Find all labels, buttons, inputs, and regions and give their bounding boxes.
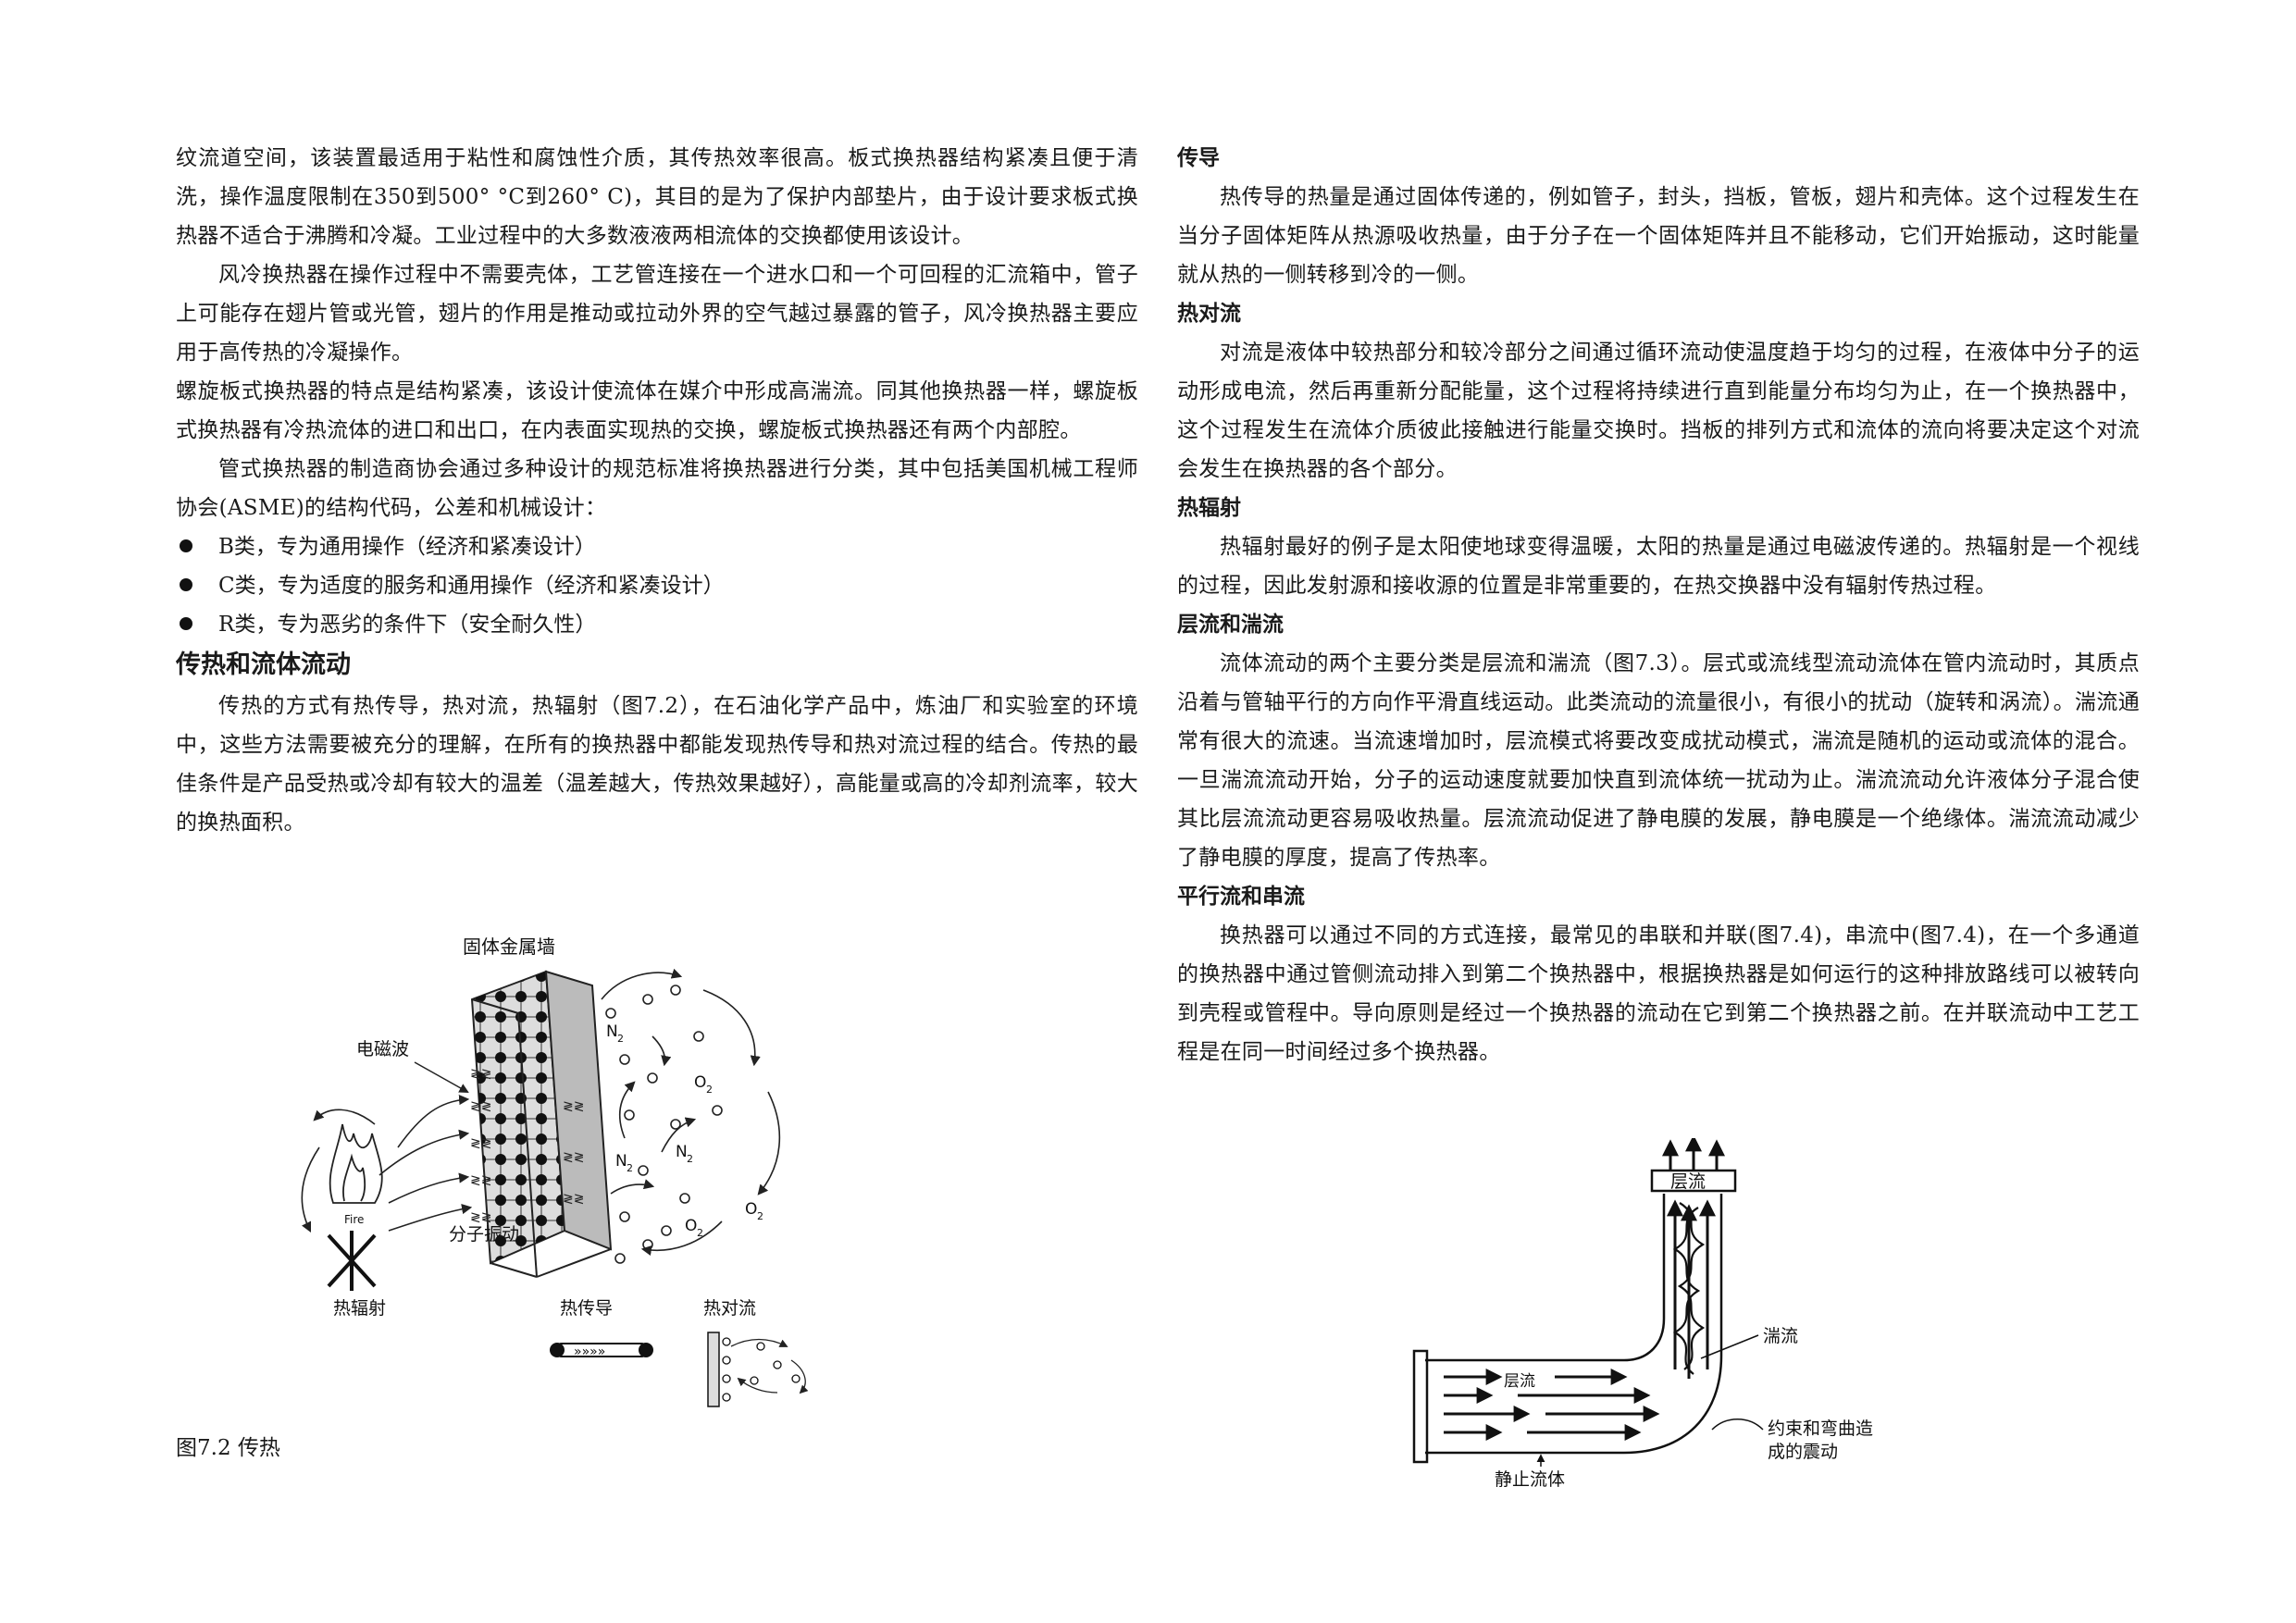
turbulent-swirls — [1672, 1202, 1706, 1375]
svg-text:N: N — [676, 1143, 688, 1161]
label-solid-metal-wall: 固体金属墙 — [463, 935, 555, 958]
paragraph-radiation: 热辐射最好的例子是太阳使地球变得温暖，太阳的热量是通过电磁波传递的。热辐射是一个… — [1177, 535, 2140, 598]
paragraph-laminar-turbulent: 流体流动的两个主要分类是层流和湍流（图7.3）。层式或流线型流动流体在管内流动时… — [1177, 651, 2140, 870]
heading-radiation: 热辐射 — [1177, 496, 1241, 520]
svg-text:≷≷: ≷≷ — [563, 1099, 584, 1114]
flow-up-arrows — [1662, 1138, 1725, 1171]
vibration-marks: ≷≷ ≷≷ ≷≷ ≷≷ ≷≷ ≷≷ ≷≷ ≷≷ — [470, 1067, 584, 1225]
label-turbulent: 湍流 — [1763, 1326, 1798, 1346]
svg-text:2: 2 — [617, 1033, 624, 1045]
metal-lattice-wall — [470, 970, 613, 1278]
list-item-class-r: R类，专为恶劣的条件下（安全耐久性） — [176, 605, 1138, 644]
svg-text:N: N — [606, 1022, 618, 1041]
label-fire: Fire — [344, 1213, 364, 1226]
molecule-label-n2-a: N 2 — [606, 1022, 624, 1045]
label-heat-radiation: 热辐射 — [333, 1298, 386, 1319]
molecule-label-o2-b: O 2 — [745, 1200, 763, 1222]
svg-text:O: O — [685, 1217, 697, 1235]
convection-arrows — [601, 968, 781, 1256]
svg-text:2: 2 — [757, 1210, 763, 1222]
label-molecular-vibration: 分子振动 — [449, 1224, 519, 1245]
svg-text:≷≷: ≷≷ — [563, 1192, 584, 1207]
svg-text:N: N — [615, 1152, 627, 1171]
convection-wall-icon — [707, 1332, 809, 1407]
figure-caption: 图7.2 传热 — [176, 1436, 280, 1460]
svg-text:≷≷: ≷≷ — [563, 1150, 584, 1165]
label-heat-conduction: 热传导 — [560, 1298, 613, 1319]
fire-icon — [329, 1123, 383, 1204]
figure-heat-transfer-diagram: 固体金属墙 电磁波 Fire ≷≷ ≷≷ ≷≷ ≷≷ ≷≷ ≷≷ ≷≷ ≷≷ — [301, 935, 809, 1407]
svg-text:O: O — [694, 1073, 706, 1092]
molecule-label-n2-c: N 2 — [615, 1152, 633, 1174]
svg-text:≷≷: ≷≷ — [470, 1173, 491, 1188]
paragraph-plate-exchanger: 纹流道空间，该装置最适用于粘性和腐蚀性介质，其传热效率很高。板式换热器结构紧凑且… — [176, 146, 1138, 248]
sun-burst-icon — [327, 1231, 377, 1291]
label-laminar-bottom: 层流 — [1504, 1372, 1535, 1391]
heading-laminar-turbulent: 层流和湍流 — [1177, 613, 1284, 637]
vertical-flow-lines — [1667, 1199, 1716, 1379]
label-vibration-line2: 成的震动 — [1768, 1442, 1838, 1462]
svg-text:O: O — [745, 1200, 757, 1219]
horizontal-flow-lines — [1444, 1369, 1660, 1441]
molecule-label-o2-a: O 2 — [694, 1073, 713, 1096]
radiation-arrows — [301, 1095, 473, 1233]
vibration-pointer — [1711, 1419, 1764, 1431]
paragraph-conduction: 热传导的热量是通过固体传递的，例如管子，封头，挡板，管板，翅片和壳体。这个过程发… — [1177, 185, 2140, 287]
svg-text:≷≷: ≷≷ — [470, 1099, 491, 1114]
molecule-label-n2-b: N 2 — [676, 1143, 693, 1165]
paragraph-spiral-plate: 螺旋板式换热器的特点是结构紧凑，该设计使流体在媒介中形成高湍流。同其他换热器一样… — [176, 379, 1138, 442]
paragraph-convection: 对流是液体中较热部分和较冷部分之间通过循环流动使温度趋于均匀的过程，在液体中分子… — [1177, 341, 2140, 481]
heading-conduction: 传导 — [1177, 146, 1220, 170]
em-pointer-line — [414, 1061, 469, 1094]
convection-molecules — [605, 985, 723, 1264]
turbulent-pointer — [1700, 1334, 1759, 1359]
paragraph-air-cooled: 风冷换热器在操作过程中不需要壳体，工艺管连接在一个进水口和一个可回程的汇流箱中，… — [176, 263, 1138, 365]
svg-text:≷≷: ≷≷ — [470, 1136, 491, 1151]
svg-text:2: 2 — [697, 1227, 703, 1239]
svg-text:2: 2 — [627, 1162, 633, 1174]
svg-text:2: 2 — [706, 1084, 713, 1096]
paragraph-parallel-series: 换热器可以通过不同的方式连接，最常见的串联和并联(图7.4)，串流中(图7.4)… — [1177, 923, 2140, 1064]
svg-text:≷≷: ≷≷ — [470, 1067, 491, 1082]
paragraph-heat-transfer-modes: 传热的方式有热传导，热对流，热辐射（图7.2），在石油化学产品中，炼油厂和实验室… — [176, 694, 1138, 835]
label-stagnant-fluid: 静止流体 — [1495, 1469, 1565, 1490]
label-vibration-line1: 约束和弯曲造 — [1768, 1419, 1873, 1439]
svg-text:2: 2 — [687, 1153, 693, 1165]
molecule-label-o2-c: O 2 — [685, 1217, 703, 1239]
label-electromagnetic-wave: 电磁波 — [356, 1039, 409, 1059]
label-laminar-top: 层流 — [1670, 1171, 1706, 1192]
conduction-rod-icon: »»»» — [550, 1343, 653, 1359]
heading-convection: 热对流 — [1177, 302, 1241, 326]
svg-text:≷≷: ≷≷ — [470, 1210, 491, 1225]
figure-laminar-turbulent-diagram: 层流 层流 湍流 约束和弯曲造 成的震动 静止流体 — [1412, 1138, 1873, 1490]
right-column: 传导 热传导的热量是通过固体传递的，例如管子，封头，挡板，管板，翅片和壳体。这个… — [1177, 139, 2140, 1072]
heading-parallel-series: 平行流和串流 — [1177, 885, 1305, 909]
list-item-class-b: B类，专为通用操作（经济和紧凑设计） — [176, 527, 1138, 566]
svg-text:»»»»: »»»» — [574, 1344, 605, 1359]
list-item-class-c: C类，专为适度的服务和通用操作（经济和紧凑设计） — [176, 566, 1138, 605]
left-column: 纹流道空间，该装置最适用于粘性和腐蚀性介质，其传热效率很高。板式换热器结构紧凑且… — [176, 139, 1138, 842]
class-list: B类，专为通用操作（经济和紧凑设计） C类，专为适度的服务和通用操作（经济和紧凑… — [176, 527, 1138, 644]
label-heat-convection: 热对流 — [703, 1298, 756, 1319]
paragraph-tema-classification: 管式换热器的制造商协会通过多种设计的规范标准将换热器进行分类，其中包括美国机械工… — [176, 457, 1138, 520]
section-title-heat-transfer: 传热和流体流动 — [176, 650, 351, 679]
pipe-outline — [1412, 1169, 1737, 1464]
